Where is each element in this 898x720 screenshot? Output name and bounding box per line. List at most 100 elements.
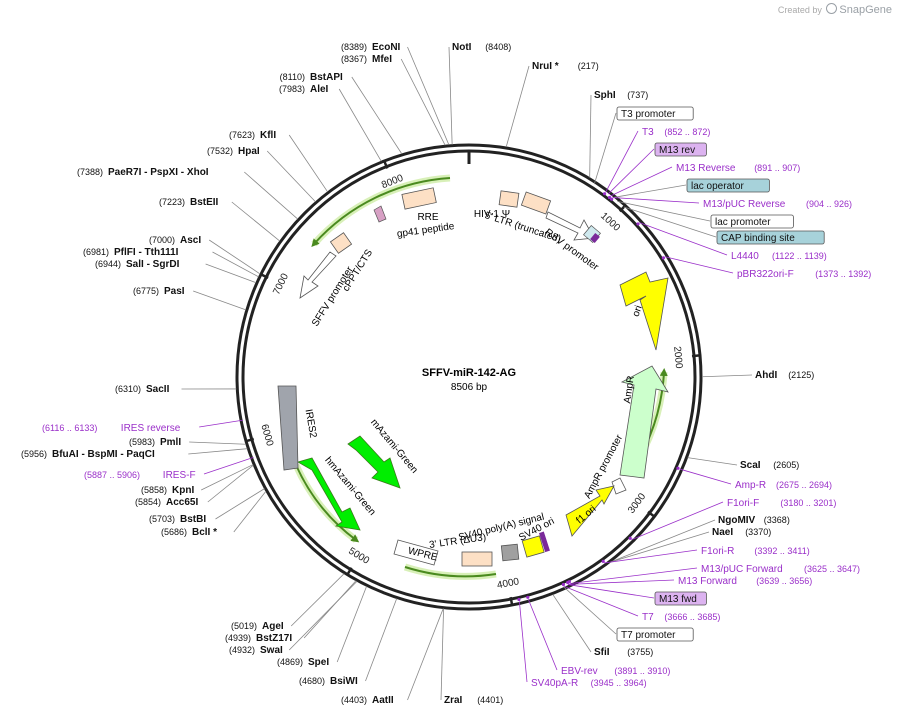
annotation-ires-reverse[interactable]: (6116 .. 6133)IRES reverse — [42, 423, 181, 434]
annotation-box — [654, 591, 707, 606]
site-sacii[interactable]: SacII(6310) — [115, 384, 170, 395]
annotation-l4440[interactable]: L4440(1122 .. 1139) — [731, 251, 827, 262]
annotation-range: (3891 .. 3910) — [614, 666, 670, 676]
feature-sv40-ori[interactable] — [521, 535, 545, 558]
site-noti[interactable]: NotI(8408) — [452, 42, 511, 53]
site-spei[interactable]: SpeI(4869) — [277, 657, 329, 668]
site-mfei[interactable]: MfeI(8367) — [341, 54, 392, 65]
annotation-m13-fwd[interactable]: M13 fwd — [654, 591, 707, 606]
site-ngomiv[interactable]: NgoMIV(3368) — [718, 515, 790, 526]
annotation-lac-promoter[interactable]: lac promoter — [710, 214, 794, 229]
site-aatii[interactable]: AatII(4403) — [341, 695, 394, 706]
site-leader — [610, 519, 716, 563]
site-bstz17i[interactable]: BstZ17I(4939) — [225, 633, 292, 644]
annotation-leader — [623, 206, 717, 238]
site-alei[interactable]: AleI(7983) — [279, 84, 329, 95]
site-agei[interactable]: AgeI(5019) — [231, 621, 284, 632]
site-bsteii[interactable]: BstEII(7223) — [159, 197, 219, 208]
annotation-t7-promoter[interactable]: T7 promoter — [616, 627, 694, 642]
annotation-sv40pa-r[interactable]: SV40pA-R(3945 .. 3964) — [531, 678, 647, 689]
site-name: ScaI — [740, 460, 761, 471]
annotation-f1ori-f[interactable]: F1ori-F(3180 .. 3201) — [727, 498, 836, 509]
site-name: MfeI — [372, 54, 392, 65]
site-sali-sgrdi[interactable]: SalI - SgrDI(6944) — [95, 259, 180, 270]
credit-brand: SnapGene — [839, 4, 892, 16]
annotation-leader — [610, 166, 673, 197]
site-sfii[interactable]: SfiI(3755) — [594, 647, 653, 658]
annotation-leader — [568, 579, 675, 585]
feature-sv40-polya[interactable] — [500, 543, 520, 562]
arc-direction-top — [311, 177, 451, 247]
annotation-f1ori-r[interactable]: F1ori-R(3392 .. 3411) — [701, 546, 810, 557]
annotation-ebv-rev[interactable]: EBV-rev(3891 .. 3910) — [561, 666, 670, 677]
site-leader — [266, 150, 316, 203]
feature-ampr-promoter[interactable] — [611, 477, 627, 495]
site-bfuai-bspmi-paqci[interactable]: BfuAI - BspMI - PaqCI(5956) — [21, 449, 155, 460]
feature-ori[interactable] — [619, 271, 669, 351]
site-swai[interactable]: SwaI(4932) — [229, 645, 283, 656]
site-kfli[interactable]: KflI(7623) — [229, 130, 276, 141]
annotation-amp-r[interactable]: Amp-R(2675 .. 2694) — [735, 480, 832, 491]
site-pflfi-tth111i[interactable]: PflFI - Tth111I(6981) — [83, 247, 179, 258]
tick-label-2000: 2000 — [671, 346, 684, 370]
feature-ires2[interactable] — [277, 385, 299, 471]
site-sphi[interactable]: SphI(737) — [594, 90, 648, 101]
feature-wpre[interactable] — [393, 539, 439, 566]
site-name: NotI — [452, 42, 472, 53]
site-bstapi[interactable]: BstAPI(8110) — [280, 72, 343, 83]
site-bsiwi[interactable]: BsiWI(4680) — [299, 676, 358, 687]
site-hpai[interactable]: HpaI(7532) — [207, 146, 260, 157]
feature-sffv-promoter[interactable] — [299, 251, 337, 299]
annotation-range: (1122 .. 1139) — [772, 251, 827, 261]
annotation-lac-operator[interactable]: lac operator — [686, 178, 770, 193]
annotation-leader — [568, 584, 655, 599]
site-name: BsiWI — [330, 676, 358, 687]
feature-rsv-promoter[interactable] — [545, 211, 595, 241]
site-econi[interactable]: EcoNI(8389) — [341, 42, 401, 53]
annotation-m13-reverse[interactable]: M13 Reverse(891 .. 907) — [676, 163, 800, 174]
feature-5ltr[interactable] — [520, 191, 552, 215]
annotation-range: (1373 .. 1392) — [815, 269, 871, 279]
annotation-m13-puc-reverse[interactable]: M13/pUC Reverse(904 .. 926) — [703, 199, 852, 210]
feature-cppt-cts[interactable] — [329, 232, 353, 254]
site-bstbi[interactable]: BstBI(5703) — [149, 514, 206, 525]
annotation-t7[interactable]: T7(3666 .. 3685) — [642, 612, 720, 623]
annotation-pbr322ori-f[interactable]: pBR322ori-F(1373 .. 1392) — [737, 269, 871, 280]
annotation-m13-puc-forward[interactable]: M13/pUC Forward(3625 .. 3647) — [701, 564, 860, 575]
annotation-t3-promoter[interactable]: T3 promoter — [616, 106, 694, 121]
feature-label-ampr: AmpR — [622, 375, 637, 404]
site-nrui[interactable]: NruI *(217) — [532, 61, 599, 72]
site-acc65i[interactable]: Acc65I(5854) — [135, 497, 198, 508]
feature-mazami-green[interactable] — [347, 435, 401, 489]
site-kpni[interactable]: KpnI(5858) — [141, 485, 194, 496]
site-name: AhdI — [755, 370, 777, 381]
annotation-m13-forward[interactable]: M13 Forward(3639 .. 3656) — [678, 576, 812, 587]
feature-rre[interactable] — [401, 187, 437, 210]
annotation-leader — [631, 501, 724, 541]
site-scai[interactable]: ScaI(2605) — [740, 460, 799, 471]
site-pmli[interactable]: PmlI(5983) — [129, 437, 181, 448]
site-leader — [231, 201, 281, 242]
backbone — [235, 143, 703, 611]
annotation-ires-f[interactable]: (5887 .. 5906)IRES-F — [84, 470, 196, 481]
annotation-range: (3945 .. 3964) — [591, 678, 647, 688]
site-pasi[interactable]: PasI(6775) — [133, 286, 185, 297]
feature-hmazami-green[interactable] — [296, 457, 361, 531]
feature-3ltr[interactable] — [461, 551, 493, 567]
site-naei[interactable]: NaeI(3370) — [712, 527, 771, 538]
feature-f1-ori[interactable] — [565, 485, 615, 537]
feature-gp41-peptide[interactable] — [373, 205, 387, 223]
site-ahdi[interactable]: AhdI(2125) — [755, 370, 814, 381]
feature-ampr[interactable] — [619, 365, 669, 479]
site-zrai[interactable]: ZraI(4401) — [444, 695, 503, 706]
site-asci[interactable]: AscI(7000) — [149, 235, 201, 246]
site-bcli[interactable]: BclI *(5686) — [161, 527, 217, 538]
feature-hiv1-psi[interactable] — [498, 190, 520, 208]
annotation-t3[interactable]: T3(852 .. 872) — [642, 127, 710, 138]
annotation-range: (852 .. 872) — [664, 127, 710, 137]
site-paer7i-pspxi-xhoi[interactable]: PaeR7I - PspXI - XhoI(7388) — [77, 167, 209, 178]
annotation-m13-rev[interactable]: M13 rev — [654, 142, 707, 157]
annotation-cap-binding-site[interactable]: CAP binding site — [716, 230, 825, 245]
site-position: (3370) — [745, 527, 771, 537]
